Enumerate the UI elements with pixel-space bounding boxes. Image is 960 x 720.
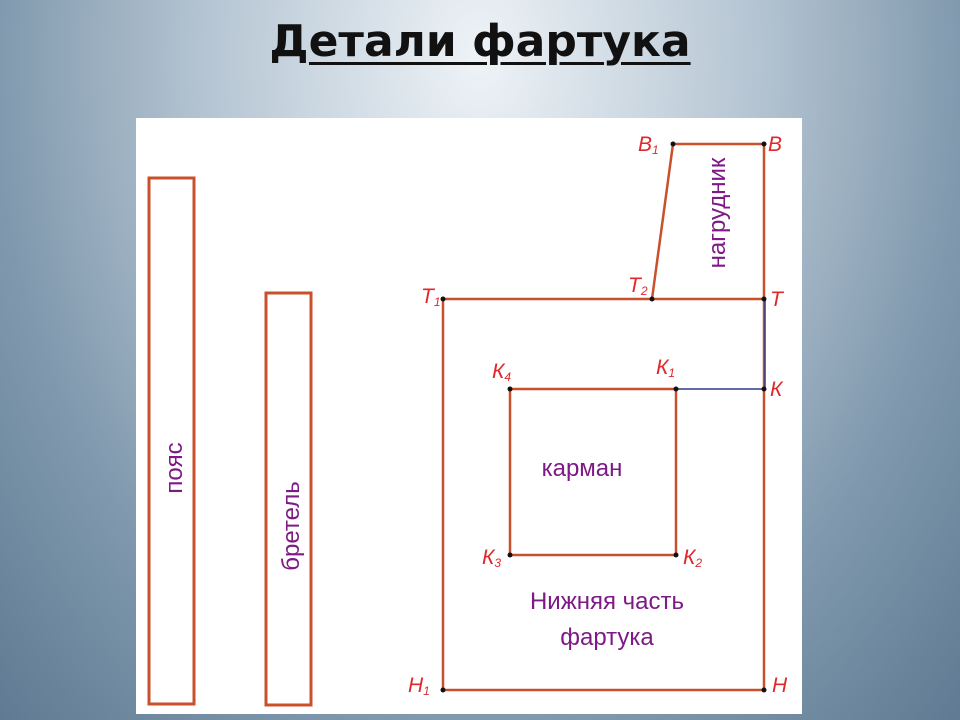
diagram-panel: пояс бретель нагрудник карман Нижняя час… (136, 118, 802, 714)
belt-piece (147, 176, 196, 706)
bib-label: нагрудник (704, 157, 731, 268)
slide-title: Детали фартука (269, 16, 691, 67)
point-label-k: К (770, 378, 784, 401)
point-label-t2: Т2 (628, 274, 648, 298)
pocket-piece (508, 387, 678, 557)
pocket-label: карман (542, 455, 623, 482)
bib-piece (650, 142, 766, 300)
point-h1-dot (440, 687, 446, 693)
point-t-dot (761, 296, 767, 302)
point-k4-dot (507, 386, 513, 392)
point-label-h: Н (772, 674, 788, 697)
point-h-dot (761, 687, 767, 693)
point-label-k4: К4 (492, 360, 511, 384)
point-t1-dot (440, 296, 446, 302)
point-b-dot (761, 141, 767, 147)
strap-piece (264, 291, 313, 707)
point-k1-dot (673, 386, 679, 392)
point-label-k2: К2 (683, 546, 702, 570)
belt-label: пояс (161, 442, 188, 493)
point-label-b1: В1 (638, 133, 659, 157)
point-b1-dot (670, 141, 676, 147)
point-label-b: В (768, 133, 782, 156)
lower-part-label-line1: Нижняя часть (530, 588, 684, 615)
strap-label: бретель (278, 481, 305, 570)
lower-part-piece (441, 297, 766, 692)
point-k-dot (761, 386, 767, 392)
point-label-h1: Н1 (408, 674, 430, 698)
point-k2-dot (673, 552, 679, 558)
lower-part-label-line2: фартука (560, 624, 654, 651)
point-t2-dot (649, 296, 655, 302)
point-k3-dot (507, 552, 513, 558)
apron-pattern-diagram: пояс бретель нагрудник карман Нижняя час… (147, 133, 788, 707)
point-label-t: Т (770, 288, 785, 311)
point-label-k1: К1 (656, 356, 675, 380)
point-label-t1: Т1 (421, 285, 441, 309)
vertex-dots (440, 141, 767, 693)
point-label-k3: К3 (482, 546, 501, 570)
